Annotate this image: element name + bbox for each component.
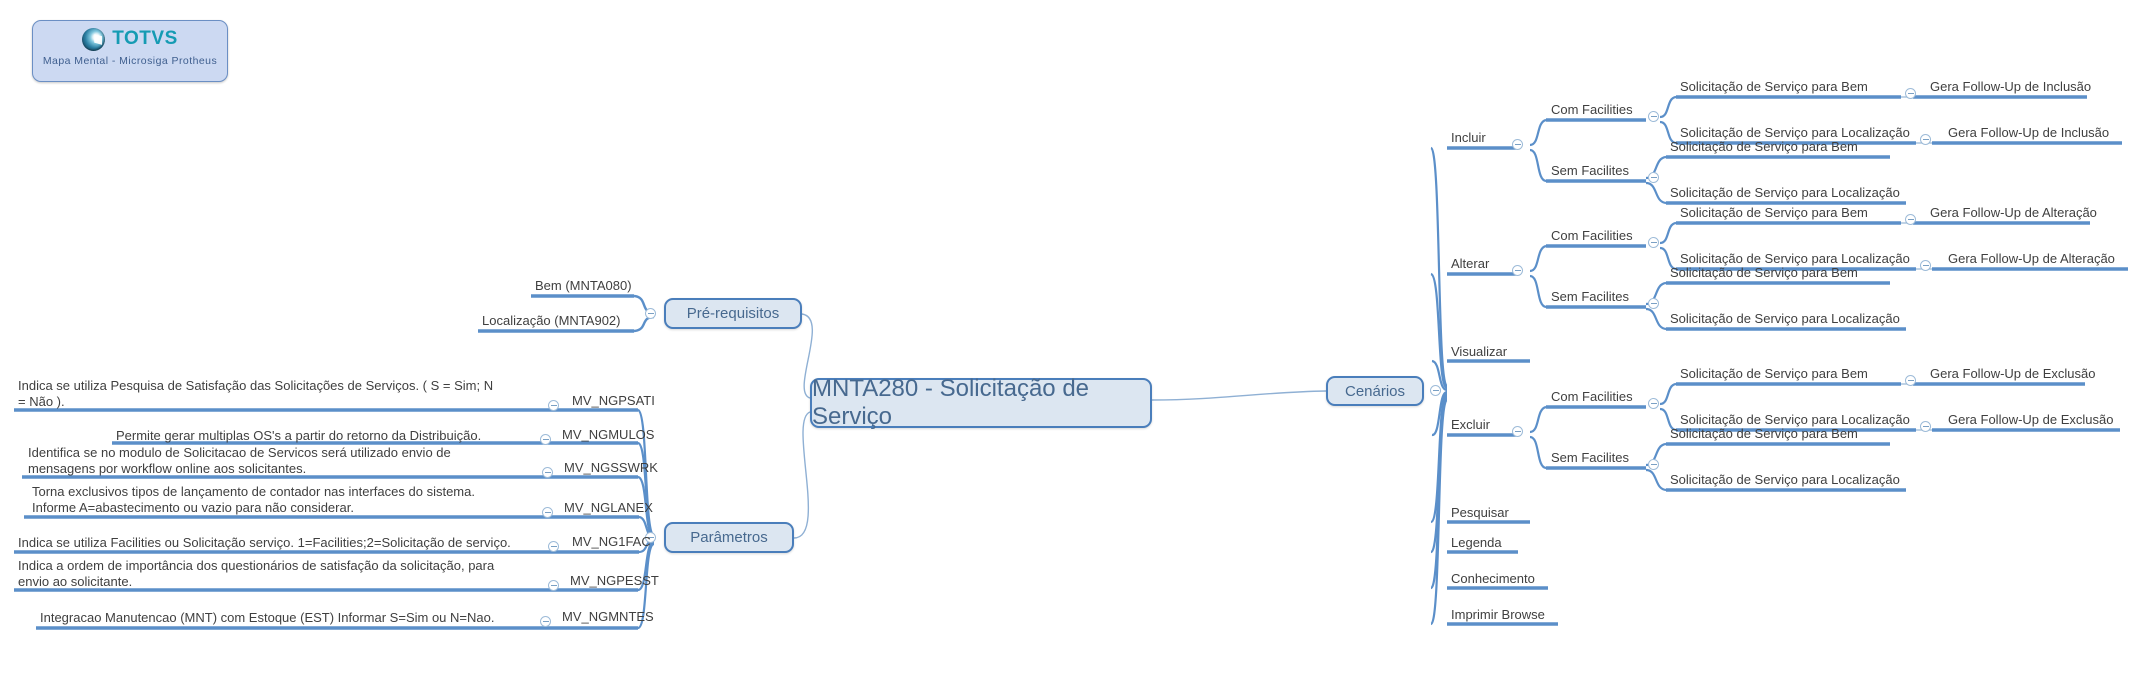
toggle-param-row[interactable] (548, 541, 559, 552)
prereq-item-label[interactable]: Localização (MNTA902) (482, 313, 621, 328)
scenario-followup-label[interactable]: Gera Follow-Up de Inclusão (1948, 125, 2110, 140)
param-description[interactable]: Identifica se no modulo de Solicitacao d… (28, 445, 451, 476)
toggle-scenario-child[interactable] (1905, 88, 1916, 99)
toggle-scenario-group[interactable] (1648, 398, 1659, 409)
scenario-child-label[interactable]: Solicitação de Serviço para Localização (1680, 251, 1910, 266)
scenario-group-label[interactable]: Sem Facilites (1551, 289, 1630, 304)
toggle-scenario-child[interactable] (1920, 421, 1931, 432)
toggle-scenario-child[interactable] (1905, 214, 1916, 225)
branch-node-parametros[interactable]: Parâmetros (664, 522, 794, 553)
toggle-scenario-group[interactable] (1648, 298, 1659, 309)
scenario-group-label[interactable]: Sem Facilites (1551, 450, 1630, 465)
scenario-followup-label[interactable]: Gera Follow-Up de Alteração (1948, 251, 2115, 266)
toggle-scenario-group[interactable] (1648, 459, 1659, 470)
toggle-scenario-child[interactable] (1920, 260, 1931, 271)
param-name[interactable]: MV_NGSSWRK (564, 460, 658, 475)
scenario-child-label[interactable]: Solicitação de Serviço para Localização (1670, 472, 1900, 487)
param-description[interactable]: Torna exclusivos tipos de lançamento de … (32, 484, 475, 515)
toggle-param-row[interactable] (540, 434, 551, 445)
toggle-pre-requisitos[interactable] (645, 308, 656, 319)
totvs-orb-icon (82, 27, 106, 51)
scenario-child-label[interactable]: Solicitação de Serviço para Bem (1680, 205, 1868, 220)
branch-node-pre-requisitos[interactable]: Pré-requisitos (664, 298, 802, 329)
toggle-param-row[interactable] (542, 467, 553, 478)
toggle-parametros[interactable] (645, 532, 656, 543)
toggle-scenario-group[interactable] (1648, 111, 1659, 122)
scenario-followup-label[interactable]: Gera Follow-Up de Alteração (1930, 205, 2097, 220)
scenario-child-label[interactable]: Solicitação de Serviço para Bem (1670, 426, 1858, 441)
scenario-label-imprimir-browse[interactable]: Imprimir Browse (1451, 607, 1545, 622)
scenario-label-legenda[interactable]: Legenda (1451, 535, 1502, 550)
scenario-child-label[interactable]: Solicitação de Serviço para Localização (1680, 412, 1910, 427)
scenario-child-label[interactable]: Solicitação de Serviço para Bem (1670, 139, 1858, 154)
logo-row: TOTVS (33, 21, 227, 57)
scenario-label-alterar[interactable]: Alterar (1451, 256, 1490, 271)
toggle-cenarios[interactable] (1430, 385, 1441, 396)
totvs-wordmark: TOTVS (112, 28, 178, 49)
param-name[interactable]: MV_NGLANEX (564, 500, 653, 515)
param-name[interactable]: MV_NGPSATI (572, 393, 655, 408)
scenario-followup-label[interactable]: Gera Follow-Up de Inclusão (1930, 79, 2092, 94)
prereq-item-label[interactable]: Bem (MNTA080) (535, 278, 632, 293)
scenario-label-incluir[interactable]: Incluir (1451, 130, 1486, 145)
scenario-child-label[interactable]: Solicitação de Serviço para Localização (1680, 125, 1910, 140)
param-description[interactable]: Indica a ordem de importância dos questi… (18, 558, 495, 589)
param-name[interactable]: MV_NGMULOS (562, 427, 655, 442)
param-description[interactable]: Integracao Manutencao (MNT) com Estoque … (40, 610, 495, 625)
toggle-scenario-child[interactable] (1920, 134, 1931, 145)
param-description[interactable]: Indica se utiliza Facilities ou Solicita… (18, 535, 511, 550)
scenario-child-label[interactable]: Solicitação de Serviço para Localização (1670, 311, 1900, 326)
branch-node-cenarios[interactable]: Cenários (1326, 376, 1424, 406)
scenario-group-label[interactable]: Com Facilities (1551, 389, 1633, 404)
toggle-incluir[interactable] (1512, 139, 1523, 150)
scenario-group-label[interactable]: Com Facilities (1551, 102, 1633, 117)
scenario-label-pesquisar[interactable]: Pesquisar (1451, 505, 1509, 520)
scenario-group-label[interactable]: Sem Facilites (1551, 163, 1630, 178)
scenario-followup-label[interactable]: Gera Follow-Up de Exclusão (1930, 366, 2096, 381)
central-node[interactable]: MNTA280 - Solicitação de Serviço (810, 375, 1152, 430)
toggle-scenario-group[interactable] (1648, 237, 1659, 248)
scenario-label-excluir[interactable]: Excluir (1451, 417, 1491, 432)
scenario-child-label[interactable]: Solicitação de Serviço para Localização (1670, 185, 1900, 200)
totvs-logo-card: TOTVS Mapa Mental - Microsiga Protheus (32, 20, 228, 82)
toggle-param-row[interactable] (540, 616, 551, 627)
param-name[interactable]: MV_NG1FAC (572, 534, 651, 549)
param-name[interactable]: MV_NGPESST (570, 573, 659, 588)
toggle-param-row[interactable] (542, 507, 553, 518)
scenario-label-conhecimento[interactable]: Conhecimento (1451, 571, 1535, 586)
toggle-scenario-group[interactable] (1648, 172, 1659, 183)
scenario-followup-label[interactable]: Gera Follow-Up de Exclusão (1948, 412, 2114, 427)
scenario-child-label[interactable]: Solicitação de Serviço para Bem (1670, 265, 1858, 280)
toggle-excluir[interactable] (1512, 426, 1523, 437)
scenario-child-label[interactable]: Solicitação de Serviço para Bem (1680, 366, 1868, 381)
scenario-group-label[interactable]: Com Facilities (1551, 228, 1633, 243)
toggle-param-row[interactable] (548, 580, 559, 591)
scenario-child-label[interactable]: Solicitação de Serviço para Bem (1680, 79, 1868, 94)
logo-subtitle: Mapa Mental - Microsiga Protheus (42, 55, 218, 67)
toggle-param-row[interactable] (548, 400, 559, 411)
param-description[interactable]: Permite gerar multiplas OS's a partir do… (116, 428, 482, 443)
toggle-alterar[interactable] (1512, 265, 1523, 276)
scenario-label-visualizar[interactable]: Visualizar (1451, 344, 1508, 359)
param-name[interactable]: MV_NGMNTES (562, 609, 654, 624)
param-description[interactable]: Indica se utiliza Pesquisa de Satisfação… (18, 378, 494, 409)
toggle-scenario-child[interactable] (1905, 375, 1916, 386)
